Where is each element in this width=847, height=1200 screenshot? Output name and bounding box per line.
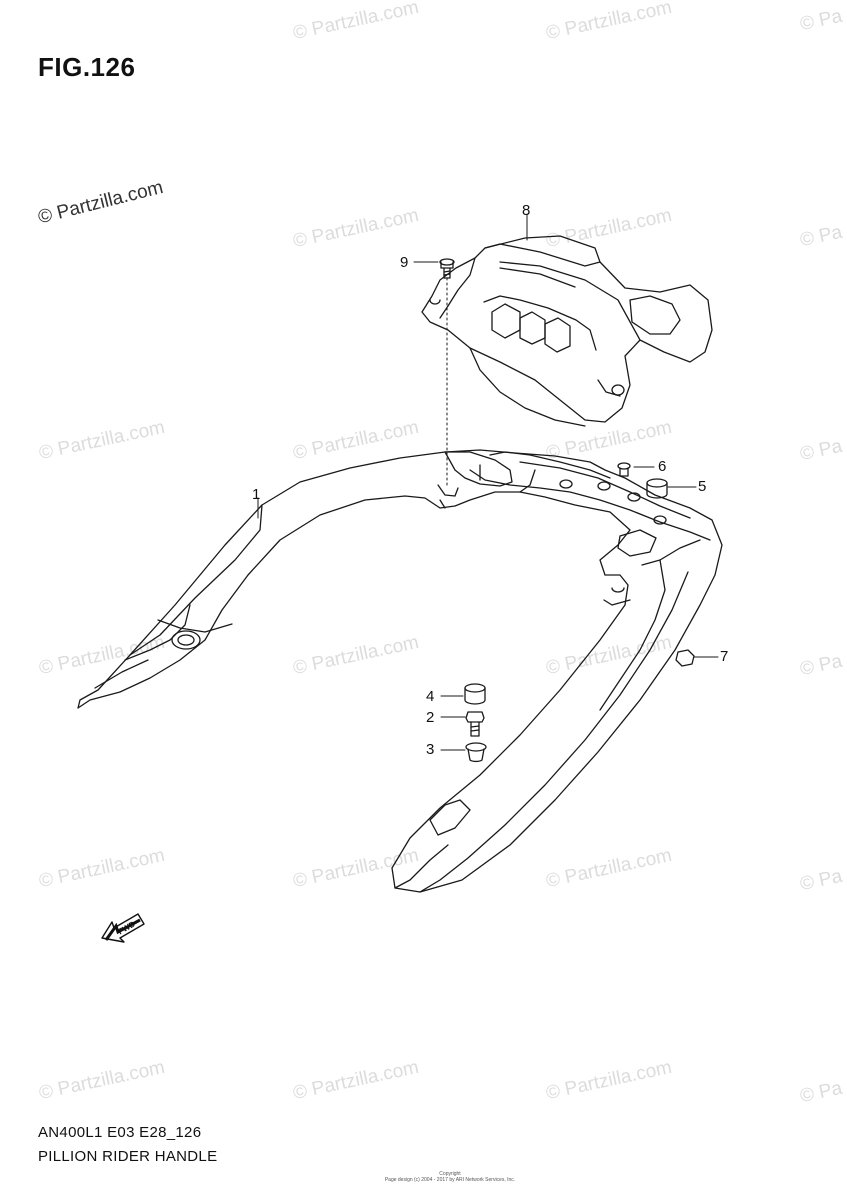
copyright-notice: Copyright Page design (c) 2004 - 2017 by… [365, 1171, 535, 1183]
bolt-part [465, 711, 485, 737]
part-number-label[interactable]: 7 [720, 648, 729, 665]
screw-part [617, 462, 631, 477]
part-number-label[interactable]: 9 [400, 254, 409, 271]
part-number-label[interactable]: 8 [522, 202, 531, 219]
part-number-label[interactable]: 2 [426, 709, 435, 726]
cushion-part [646, 478, 668, 499]
screw-part [439, 258, 455, 279]
part-number-label[interactable]: 1 [252, 486, 261, 503]
part-number-label[interactable]: 5 [698, 478, 707, 495]
copyright-line: Page design (c) 2004 - 2017 by ARI Netwo… [384, 1177, 516, 1183]
part-number-label[interactable]: 6 [658, 458, 667, 475]
rear-cover-part [421, 235, 713, 427]
copyright-line: Copyright [439, 1171, 461, 1177]
figure-description: PILLION RIDER HANDLE [38, 1148, 218, 1165]
collar-part [465, 742, 487, 763]
cap-part [464, 683, 486, 705]
forward-arrow-icon: FWD [100, 908, 146, 949]
model-code: AN400L1 E03 E28_126 [38, 1124, 202, 1141]
part-number-label[interactable]: 3 [426, 741, 435, 758]
part-number-label[interactable]: 4 [426, 688, 435, 705]
pillion-handle-part [77, 449, 723, 893]
nut-part [675, 649, 695, 667]
figure-title: FIG.126 [38, 52, 136, 82]
